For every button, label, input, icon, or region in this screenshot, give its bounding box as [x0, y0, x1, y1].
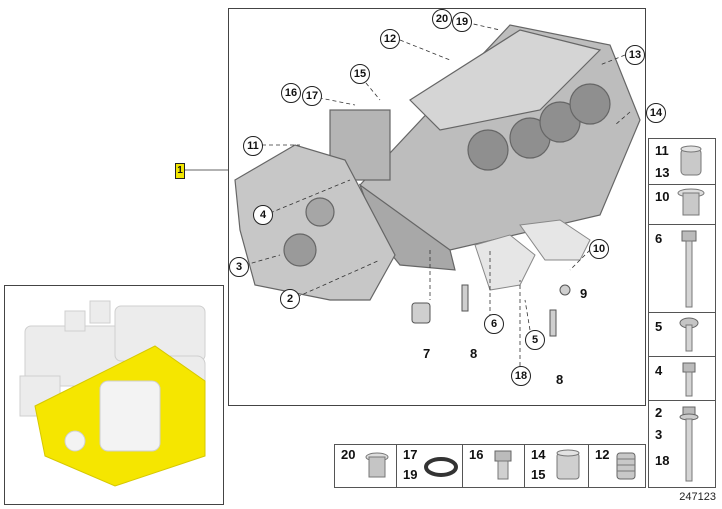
- image-number: 247123: [679, 491, 716, 503]
- timing-cover: [234, 144, 396, 301]
- bushing-icon: [556, 449, 580, 480]
- part-number: 20: [341, 447, 356, 462]
- callout-11[interactable]: 11: [243, 136, 263, 156]
- label-7[interactable]: 7: [423, 346, 431, 361]
- callout-17[interactable]: 17: [302, 86, 322, 106]
- callout-13[interactable]: 13: [625, 45, 645, 65]
- bottom-part-20[interactable]: 20: [334, 444, 398, 488]
- side-part-11-13[interactable]: 11 13: [648, 138, 716, 186]
- screw-plug-icon: [494, 450, 512, 480]
- torx-bolt-icon: [679, 317, 699, 352]
- collar-bolt-icon: [679, 406, 699, 482]
- long-bolt-icon: [681, 230, 697, 308]
- assembly-ref-marker[interactable]: 1: [175, 163, 185, 179]
- part-number: 17: [403, 447, 418, 462]
- part-number: 15: [531, 467, 546, 482]
- overview-frame: [4, 285, 224, 505]
- sleeve-icon: [680, 145, 702, 176]
- callout-6[interactable]: 6: [484, 314, 504, 334]
- part-number: 19: [403, 467, 418, 482]
- bottom-part-17-19[interactable]: 17 19: [396, 444, 464, 488]
- part-number: 6: [655, 231, 663, 246]
- label-8-right[interactable]: 8: [556, 372, 564, 387]
- threaded-insert-icon: [616, 452, 636, 480]
- part-number: 2: [655, 405, 663, 420]
- callout-12[interactable]: 12: [380, 29, 400, 49]
- part-number: 18: [655, 453, 670, 468]
- part-number: 16: [469, 447, 484, 462]
- callout-2[interactable]: 2: [280, 289, 300, 309]
- part-number: 4: [655, 363, 663, 378]
- callout-10[interactable]: 10: [589, 239, 609, 259]
- side-part-2-3-18[interactable]: 2 3 18: [648, 400, 716, 488]
- callout-15[interactable]: 15: [350, 64, 370, 84]
- part-number: 5: [655, 319, 663, 334]
- callout-4[interactable]: 4: [253, 205, 273, 225]
- callout-16[interactable]: 16: [281, 83, 301, 103]
- callout-14[interactable]: 14: [646, 103, 666, 123]
- callout-5[interactable]: 5: [525, 330, 545, 350]
- part-number: 10: [655, 189, 670, 204]
- overview-engine-image: [19, 300, 206, 487]
- seal-ring-icon: [424, 457, 458, 477]
- side-part-10[interactable]: 10: [648, 184, 716, 226]
- part-number: 12: [595, 447, 610, 462]
- flanged-sleeve-icon: [677, 188, 705, 216]
- callout-20[interactable]: 20: [432, 9, 452, 29]
- hex-bolt-icon: [682, 362, 696, 397]
- part-number: 14: [531, 447, 546, 462]
- part-number: 3: [655, 427, 663, 442]
- plug-icon: [365, 452, 389, 478]
- callout-3[interactable]: 3: [229, 257, 249, 277]
- bottom-part-14-15[interactable]: 14 15: [524, 444, 590, 488]
- side-part-4[interactable]: 4: [648, 356, 716, 402]
- label-9[interactable]: 9: [580, 286, 588, 301]
- bottom-part-16[interactable]: 16: [462, 444, 526, 488]
- bottom-part-12[interactable]: 12: [588, 444, 646, 488]
- callout-19[interactable]: 19: [452, 12, 472, 32]
- part-number: 13: [655, 165, 670, 180]
- bearing-caps: [474, 219, 591, 291]
- callout-18[interactable]: 18: [511, 366, 531, 386]
- part-number: 11: [655, 143, 669, 158]
- side-part-5[interactable]: 5: [648, 312, 716, 358]
- engine-block: [329, 24, 641, 271]
- sensors: [411, 284, 571, 337]
- label-8-left[interactable]: 8: [470, 346, 478, 361]
- side-part-6[interactable]: 6: [648, 224, 716, 314]
